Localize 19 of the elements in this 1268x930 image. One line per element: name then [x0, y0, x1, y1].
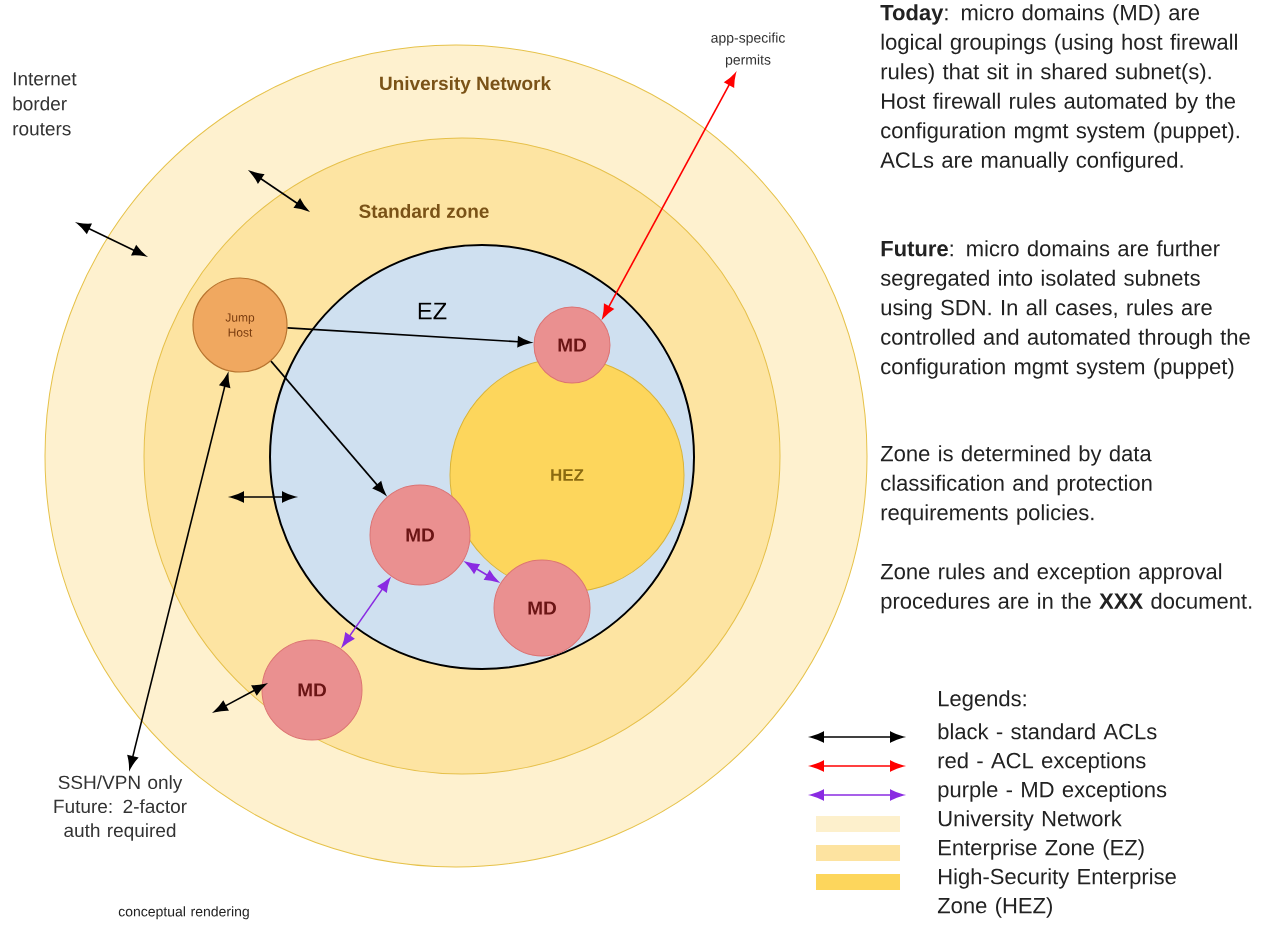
arrow [286, 327, 532, 348]
note-text: SSH/VPN only Future: 2-factor auth required [54, 775, 187, 841]
legend-text: University Network [938, 810, 1122, 831]
legend-title: Legends: [939, 690, 1026, 711]
caption-text: conceptual rendering [118, 906, 249, 920]
arrow [465, 561, 499, 583]
arrow [127, 373, 231, 770]
paragraph: Today: micro domains (MD) are logical groupings (using host firewall rules) that sit in shared subnet(s). Host firewall rules automated by the configuration mgmt system (puppet). ACLs are manually configured. [880, 4, 1239, 173]
paragraph: Future: micro domains are further segregated into isolated subnets using SDN. In all cases, rules are controlled and automated through the configuration mgmt system (puppet) [880, 240, 1250, 379]
arrow [341, 578, 391, 647]
legend-text: purple - MD exceptions [938, 781, 1167, 802]
legend-text: black - standard ACLs [938, 723, 1157, 740]
legend-text: red - ACL exceptions [938, 752, 1146, 773]
paragraph: Zone rules and exception approval procedures are in the XXX document. [880, 563, 1252, 614]
legend-text: Enterprise Zone (EZ) [939, 839, 1144, 860]
arrow [602, 73, 736, 319]
arrow [270, 360, 386, 495]
paragraph: Zone is determined by data classification and protection requirements policies. [880, 445, 1152, 525]
legend-text: High-Security Enterprise Zone (HEZ) [937, 868, 1176, 918]
